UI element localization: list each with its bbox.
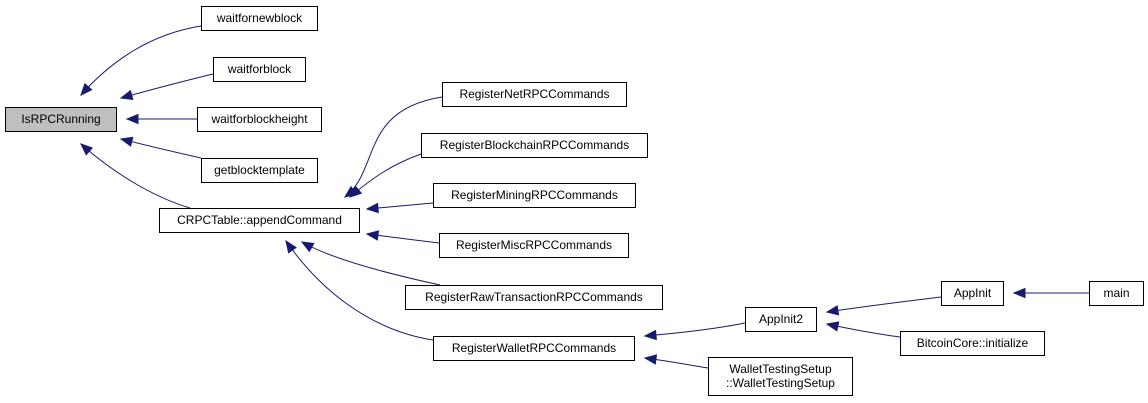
node-label: WalletTestingSetup — [729, 362, 832, 376]
node-label: ::WalletTestingSetup — [726, 376, 835, 390]
edge-main-to-appinit — [1012, 287, 1089, 299]
node-label: waitforblockheight — [210, 112, 308, 126]
edge-registerblockchain-to-appendcommand — [348, 153, 422, 198]
node-label: RegisterWalletRPCCommands — [452, 341, 616, 355]
node-label: BitcoinCore::initialize — [917, 336, 1029, 350]
edge-waitforblockheight-to-isrpcrunning — [125, 113, 197, 125]
edge-registermining-to-appendcommand — [365, 202, 434, 214]
edge-waitfornewblock-to-isrpcrunning — [80, 25, 202, 96]
edge-appinit-to-appinit2 — [825, 296, 942, 316]
edge-registerwallet-to-appendcommand — [285, 239, 434, 341]
node-label: RegisterNetRPCCommands — [459, 87, 609, 101]
node-isrpcrunning: IsRPCRunning — [5, 107, 117, 132]
node-getblocktemplate[interactable]: getblocktemplate — [201, 158, 318, 183]
node-label: CRPCTable::appendCommand — [177, 213, 342, 227]
graph-nodes: IsRPCRunning waitfornewblock waitforblock w… — [5, 6, 1144, 396]
edge-appendcommand-to-isrpcrunning — [80, 143, 191, 209]
node-label: RegisterMiscRPCCommands — [456, 238, 612, 252]
node-label: getblocktemplate — [214, 163, 305, 177]
edge-getblocktemplate-to-isrpcrunning — [119, 136, 202, 159]
node-appendcommand[interactable]: CRPCTable::appendCommand — [159, 208, 360, 233]
node-bitcoincoreinit[interactable]: BitcoinCore::initialize — [900, 331, 1045, 356]
node-registerrawtx[interactable]: RegisterRawTransactionRPCCommands — [405, 285, 663, 310]
node-wallettestingsetup[interactable]: WalletTestingSetup::WalletTestingSetup — [708, 357, 853, 396]
graph-edges — [80, 25, 1089, 369]
node-registerwallet[interactable]: RegisterWalletRPCCommands — [433, 336, 635, 361]
edge-bitcoincoreinit-to-appinit2 — [825, 321, 901, 338]
node-registermining[interactable]: RegisterMiningRPCCommands — [433, 183, 636, 208]
node-waitforblockheight[interactable]: waitforblockheight — [197, 107, 322, 132]
edge-appinit2-to-registerwallet — [643, 322, 746, 341]
node-label: RegisterRawTransactionRPCCommands — [425, 290, 643, 304]
edge-waitforblock-to-isrpcrunning — [119, 73, 214, 100]
edge-registermisc-to-appendcommand — [365, 230, 440, 244]
node-label: IsRPCRunning — [21, 112, 100, 126]
node-waitforblock[interactable]: waitforblock — [213, 57, 306, 82]
node-registernet[interactable]: RegisterNetRPCCommands — [442, 82, 627, 107]
node-label: RegisterBlockchainRPCCommands — [440, 138, 629, 152]
node-label: waitforblock — [227, 62, 292, 76]
edge-registerrawtx-to-appendcommand — [300, 241, 441, 286]
node-label: waitfornewblock — [216, 11, 303, 25]
node-appinit2[interactable]: AppInit2 — [745, 307, 817, 332]
node-label: AppInit — [954, 286, 992, 300]
node-appinit[interactable]: AppInit — [941, 281, 1004, 306]
edge-wallettestingsetup-to-registerwallet — [643, 354, 709, 369]
node-waitfornewblock[interactable]: waitfornewblock — [201, 6, 318, 31]
node-registerblockchain[interactable]: RegisterBlockchainRPCCommands — [421, 133, 648, 158]
node-main[interactable]: main — [1089, 281, 1144, 306]
node-label: AppInit2 — [759, 312, 803, 326]
node-registermisc[interactable]: RegisterMiscRPCCommands — [439, 233, 629, 258]
node-label: RegisterMiningRPCCommands — [451, 188, 618, 202]
node-label: main — [1103, 286, 1129, 300]
